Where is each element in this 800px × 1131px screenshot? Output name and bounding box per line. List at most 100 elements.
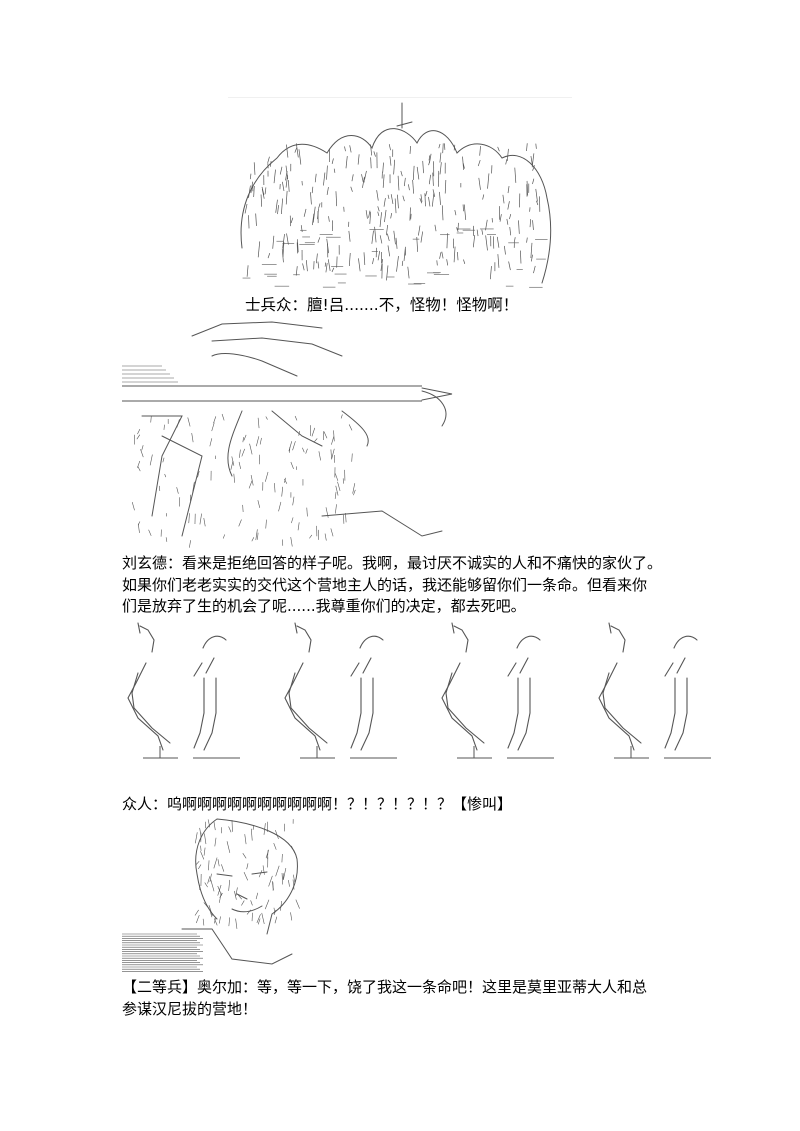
figure-stroke bbox=[243, 434, 247, 441]
liu-xuande-svg bbox=[122, 321, 453, 548]
crowd-stroke bbox=[286, 144, 289, 158]
figure-stroke bbox=[353, 489, 356, 496]
figure-stroke bbox=[330, 449, 332, 459]
hair-stroke bbox=[208, 860, 210, 871]
crowd-stroke bbox=[476, 229, 479, 237]
crowd-stroke bbox=[497, 146, 500, 152]
leg-left bbox=[441, 662, 478, 751]
crowd-stroke bbox=[379, 212, 382, 228]
hair-stroke bbox=[295, 899, 300, 909]
hair-stroke bbox=[241, 900, 245, 906]
figure-stroke bbox=[340, 414, 343, 419]
crowd-stroke bbox=[371, 230, 374, 244]
figure-stroke bbox=[148, 529, 152, 536]
liu-xuande-dialogue-2: 如果你们老老实实的交代这个营地主人的话，我还能够留你们一条命。但看来你 bbox=[122, 576, 648, 594]
figure-stroke bbox=[334, 491, 337, 499]
crowd-stroke bbox=[463, 204, 467, 220]
crowd-stroke bbox=[326, 165, 328, 180]
crowd-stroke bbox=[485, 219, 488, 231]
hair-stroke bbox=[235, 887, 238, 897]
crowd-stroke bbox=[282, 242, 285, 257]
liu-xuande-art bbox=[122, 316, 462, 552]
hair-stroke bbox=[235, 918, 238, 929]
crowd-stroke bbox=[499, 214, 502, 222]
figure-stroke bbox=[137, 465, 141, 472]
crowd-stroke bbox=[396, 256, 399, 272]
crowd-stroke bbox=[373, 151, 376, 157]
hair-stroke bbox=[243, 872, 249, 881]
soldiers-crowd-art bbox=[232, 98, 562, 294]
figure-stroke bbox=[222, 534, 226, 539]
leg-left-inner bbox=[131, 672, 171, 744]
crowd-stroke bbox=[257, 241, 261, 258]
crowd-stroke bbox=[310, 192, 312, 205]
figure-stroke bbox=[334, 473, 339, 481]
figure-cloak bbox=[141, 415, 203, 537]
crowd-stroke bbox=[244, 203, 248, 214]
crowd-stroke bbox=[255, 213, 257, 226]
crowd-stroke bbox=[407, 266, 410, 279]
hair-stroke bbox=[280, 900, 283, 911]
figure-stroke bbox=[274, 483, 276, 493]
crowd-stroke bbox=[331, 267, 335, 273]
crowd-stroke bbox=[380, 258, 383, 271]
crowd-stroke bbox=[416, 236, 419, 252]
crowd-stroke bbox=[295, 266, 298, 276]
figure-stroke bbox=[352, 483, 356, 494]
crowd-stroke bbox=[485, 235, 488, 251]
leg-right-foot bbox=[664, 635, 698, 677]
crowd-stroke bbox=[481, 229, 484, 235]
crowd-stroke bbox=[253, 162, 256, 175]
figure-stroke bbox=[230, 460, 234, 470]
crowd-stroke bbox=[454, 209, 457, 216]
crowd-stroke bbox=[323, 172, 326, 186]
crowd-stroke bbox=[401, 260, 404, 267]
crowd-silhouette bbox=[240, 128, 552, 284]
crowd-stroke bbox=[370, 157, 372, 169]
figure-stroke bbox=[163, 424, 165, 430]
hair-stroke bbox=[275, 830, 279, 840]
crowd-stroke bbox=[302, 263, 305, 271]
hair-stroke bbox=[246, 863, 249, 870]
portrait-outline bbox=[195, 818, 298, 935]
leg-right bbox=[507, 677, 531, 751]
hair-stroke bbox=[207, 876, 211, 884]
crowd-stroke bbox=[472, 235, 476, 248]
figure-stroke bbox=[241, 448, 245, 457]
crowd-stroke bbox=[439, 152, 442, 163]
figure-stroke bbox=[238, 519, 242, 527]
crowd-stroke bbox=[436, 260, 438, 266]
crowd-stroke bbox=[333, 168, 336, 173]
crowd-stroke bbox=[248, 185, 251, 198]
hair-stroke bbox=[207, 819, 211, 828]
crowd-stroke bbox=[502, 194, 505, 204]
crowd-stroke bbox=[505, 159, 508, 165]
hair-stroke bbox=[275, 865, 280, 877]
leg-right-foot bbox=[193, 635, 227, 677]
portrait-collar bbox=[181, 928, 293, 965]
hair-stroke bbox=[293, 874, 296, 884]
hair-stroke bbox=[200, 845, 202, 851]
fallen-legs-art bbox=[118, 618, 728, 768]
figure-stroke bbox=[256, 436, 260, 447]
crowd-stroke bbox=[273, 169, 276, 184]
figure-stroke bbox=[221, 413, 225, 421]
crowd-stroke bbox=[253, 185, 255, 197]
soldiers-crowd-svg bbox=[240, 102, 552, 288]
crowd-stroke bbox=[431, 192, 435, 207]
hair-stroke bbox=[250, 828, 253, 841]
leg-left bbox=[284, 662, 321, 751]
figure-arm bbox=[341, 390, 447, 447]
crowd-stroke bbox=[386, 265, 389, 281]
figure-stroke bbox=[251, 537, 255, 542]
crowd-stroke bbox=[526, 180, 529, 196]
crowd-stroke bbox=[518, 220, 520, 234]
figure-stroke bbox=[249, 443, 253, 455]
crowd-stroke bbox=[497, 254, 500, 268]
hair-stroke bbox=[194, 909, 199, 916]
figure-stroke bbox=[292, 441, 296, 451]
figure-stroke bbox=[257, 532, 259, 540]
portrait-face bbox=[216, 871, 268, 913]
figure-stroke bbox=[278, 501, 282, 512]
